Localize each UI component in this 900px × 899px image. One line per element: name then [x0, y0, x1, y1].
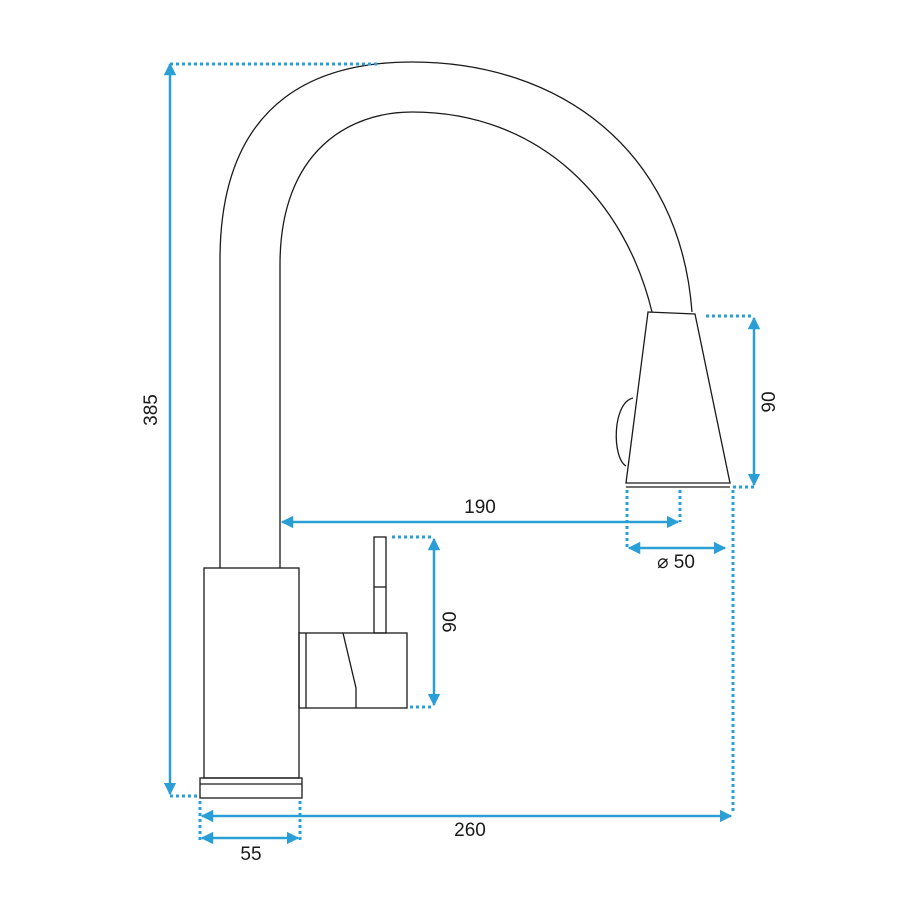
lever-handle [373, 536, 387, 634]
spout-head [625, 311, 731, 484]
extension-lines [170, 62, 754, 840]
spout-inner-curve [279, 111, 653, 568]
dimension-lines [163, 62, 761, 845]
label-head-height: 90 [759, 391, 780, 412]
lever-housing-bevel [342, 632, 357, 708]
label-lever-height: 90 [440, 611, 461, 632]
label-total-height: 385 [141, 394, 162, 426]
label-total-depth: 260 [454, 820, 486, 841]
faucet-main-body [203, 567, 300, 779]
faucet-base [199, 777, 303, 799]
label-base-width: 55 [240, 844, 261, 865]
faucet-body [199, 61, 731, 799]
spray-button [615, 397, 634, 467]
label-outlet-diameter: ⌀ 50 [657, 552, 695, 573]
dimension-labels: 385 90 190 ⌀ 50 90 260 55 [141, 391, 780, 865]
lever-housing [298, 632, 408, 709]
label-reach: 190 [464, 497, 496, 518]
spout-outer-curve [219, 61, 693, 568]
